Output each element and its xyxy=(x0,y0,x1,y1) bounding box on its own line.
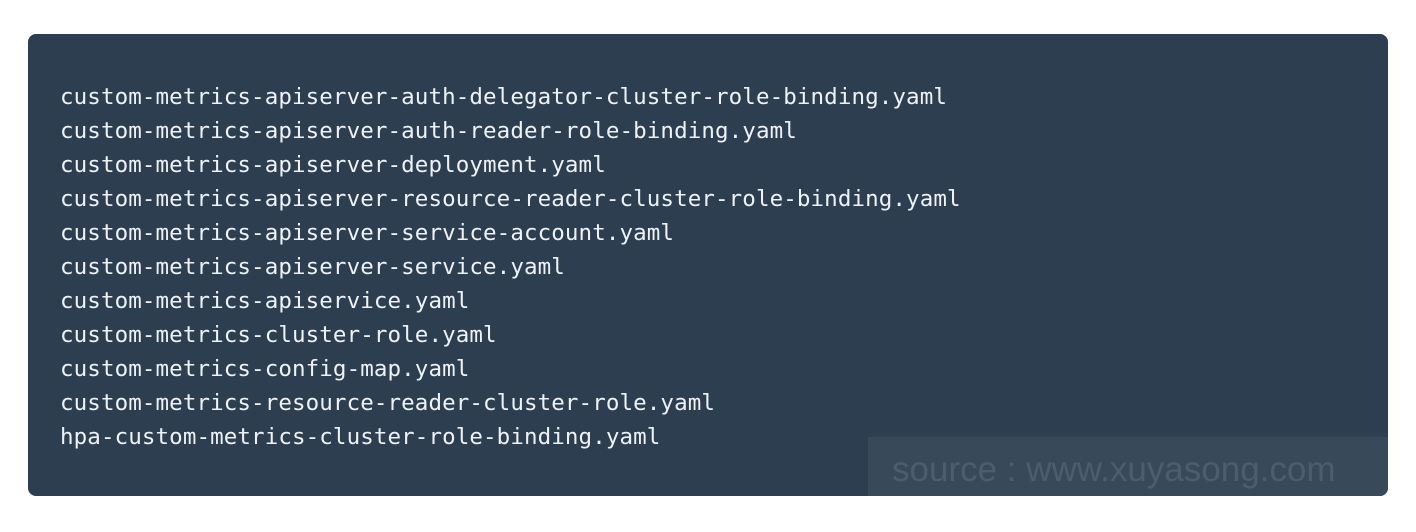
file-line: hpa-custom-metrics-cluster-role-binding.… xyxy=(60,424,661,450)
file-list: custom-metrics-apiserver-auth-delegator-… xyxy=(60,80,961,454)
file-line: custom-metrics-apiserver-service.yaml xyxy=(60,254,565,280)
file-line: custom-metrics-apiservice.yaml xyxy=(60,288,470,314)
file-line: custom-metrics-resource-reader-cluster-r… xyxy=(60,390,716,416)
file-line: custom-metrics-cluster-role.yaml xyxy=(60,322,497,348)
file-line: custom-metrics-apiserver-resource-reader… xyxy=(60,186,961,212)
watermark-text: source : www.xuyasong.com xyxy=(892,450,1336,489)
file-line: custom-metrics-apiserver-service-account… xyxy=(60,220,675,246)
file-line: custom-metrics-apiserver-auth-reader-rol… xyxy=(60,118,797,144)
source-watermark: source : www.xuyasong.com xyxy=(868,437,1388,496)
code-block: custom-metrics-apiserver-auth-delegator-… xyxy=(28,34,1388,496)
file-line: custom-metrics-config-map.yaml xyxy=(60,356,470,382)
file-line: custom-metrics-apiserver-deployment.yaml xyxy=(60,152,606,178)
file-line: custom-metrics-apiserver-auth-delegator-… xyxy=(60,84,947,110)
